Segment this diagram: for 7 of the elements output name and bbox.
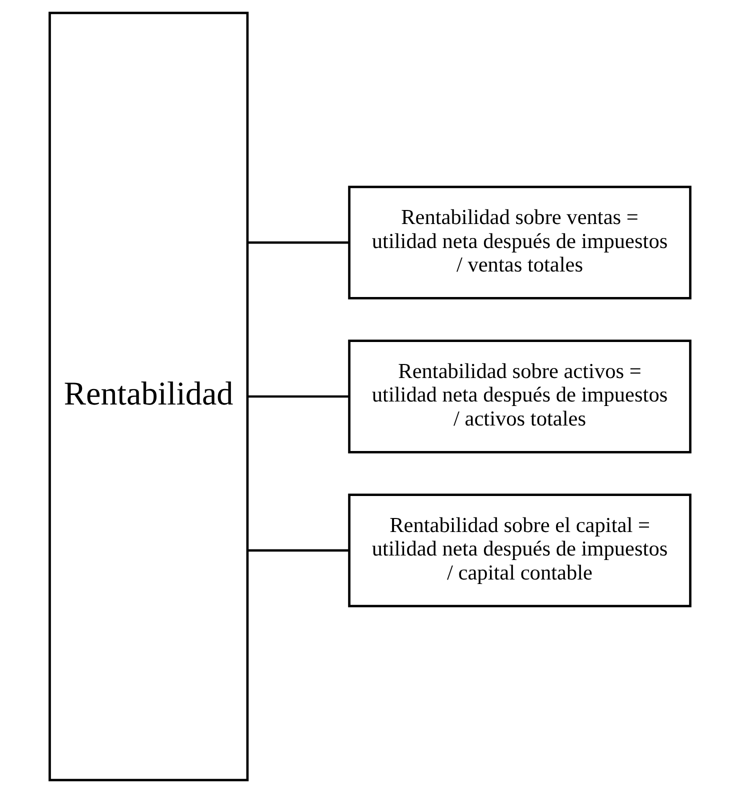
node-box: Rentabilidad sobre ventas = utilidad neta después de impuestos / ventas totales: [348, 186, 692, 300]
node-box: Rentabilidad sobre activos = utilidad neta después de impuestos / activos totales: [348, 340, 692, 454]
node-box: Rentabilidad: [48, 12, 249, 782]
connector: [248, 241, 350, 244]
node-box: Rentabilidad sobre el capital = utilidad neta después de impuestos / capital contable: [348, 494, 692, 608]
connector: [248, 395, 350, 398]
connector: [248, 549, 350, 552]
